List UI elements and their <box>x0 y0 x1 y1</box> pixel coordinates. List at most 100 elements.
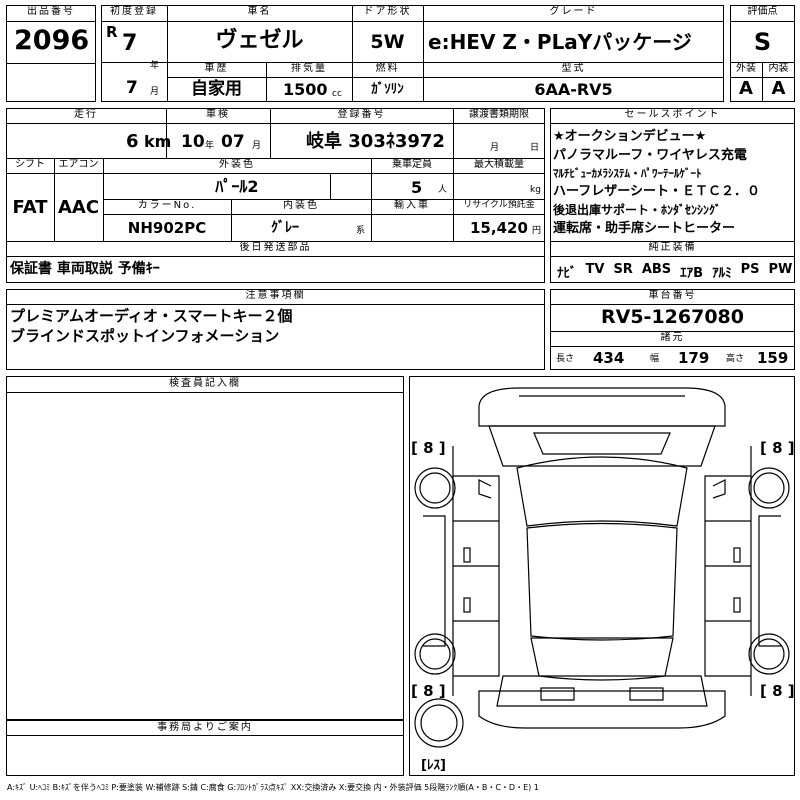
aircon-value: AAC <box>57 197 100 218</box>
int-color-value: ｸﾞﾚｰ <box>271 220 299 236</box>
transfer-day-unit: 日 <box>530 143 540 153</box>
parts-value: 保証書 車両取説 予備ｷｰ <box>10 261 160 277</box>
office-box <box>6 720 404 776</box>
capacity-label: 乗車定員 <box>392 159 432 170</box>
height-label: 高さ <box>726 354 745 364</box>
spec-box <box>6 108 545 283</box>
displacement-label: 排気量 <box>291 63 327 74</box>
sales-point-line: ハーフレザーシート・ＥＴＣ２．０ <box>553 184 760 199</box>
chassis-label: 車台番号 <box>648 290 697 301</box>
capacity-unit: 人 <box>438 185 448 195</box>
color-no-label: カラーNo. <box>137 200 197 211</box>
length-label: 長さ <box>556 354 575 364</box>
chassis-number: RV5-1267080 <box>601 306 744 328</box>
first-reg-month-unit: 月 <box>150 87 160 97</box>
score-label: 評価点 <box>747 6 778 17</box>
inspection-year-unit: 年 <box>205 141 215 151</box>
reg-no-label: 登録番号 <box>337 109 386 120</box>
int-color-label: 内装色 <box>283 200 319 211</box>
inspector-box <box>6 376 404 720</box>
car-diagram-box <box>409 376 795 776</box>
dims-label: 諸元 <box>660 332 685 343</box>
equipment-item: ABS <box>641 262 672 277</box>
sales-point-line: ﾏﾙﾁﾋﾞｭｰｶﾒﾗｼｽﾃﾑ・ﾊﾟﾜｰﾃｰﾙｹﾞｰﾄ <box>553 167 702 180</box>
chassis-box <box>550 289 795 370</box>
score-value: S <box>753 28 772 56</box>
model-label: 型式 <box>561 63 586 74</box>
mileage-label: 走行 <box>74 109 98 120</box>
ext-color-value: ﾊﾟｰﾙ2 <box>215 177 259 196</box>
first-reg-year-unit: 年 <box>150 61 160 71</box>
notes-box <box>6 289 545 370</box>
transfer-month-unit: 月 <box>490 143 500 153</box>
car-diagram <box>414 387 790 748</box>
history-value: 自家用 <box>191 79 242 99</box>
tire-spare: [ﾚｽ] <box>421 758 446 773</box>
transfer-label: 譲渡書類期限 <box>469 109 529 120</box>
length-value: 434 <box>593 349 625 367</box>
color-no-value: NH902PC <box>127 219 207 237</box>
tire-rear-left: [ 8 ] <box>411 682 446 700</box>
import-label: 輸入車 <box>394 200 430 211</box>
fuel-value: ｶﾞｿﾘﾝ <box>371 82 404 97</box>
equipment-item: PW <box>768 262 793 277</box>
door-label: ドア形状 <box>363 6 412 17</box>
lot-number: 2096 <box>14 25 90 56</box>
aircon-label: エアコン <box>58 159 99 170</box>
tire-rear-right: [ 8 ] <box>760 682 795 700</box>
ext-score-value: A <box>739 78 753 99</box>
lot-label: 出品番号 <box>27 6 75 17</box>
equipment-item: ｱﾙﾐ <box>712 266 732 281</box>
lot-box <box>6 5 96 102</box>
ext-score-label: 外装 <box>736 63 756 74</box>
equipment-item: ﾅﾋﾞ <box>557 266 577 281</box>
mileage-value: 6 <box>126 131 139 152</box>
displacement-value: 1500 <box>283 80 328 99</box>
first-reg-era: R <box>106 23 118 41</box>
model-value: 6AA-RV5 <box>534 80 613 99</box>
equipment-item: TV <box>585 262 605 277</box>
tire-front-left: [ 8 ] <box>411 439 446 457</box>
capacity-value: 5 <box>411 178 423 197</box>
notes-line: ブラインドスポットインフォメーション <box>10 327 280 345</box>
recycle-label: リサイクル預託金 <box>463 200 535 210</box>
car-name-label: 車名 <box>247 6 272 17</box>
inspection-month: 07 <box>221 132 245 152</box>
shift-value: FAT <box>12 197 48 218</box>
inspection-label: 車検 <box>206 109 230 120</box>
fuel-label: 燃料 <box>375 63 400 74</box>
ext-color-label: 外装色 <box>219 159 255 170</box>
grade-value: e:HEV Z・PLaYパッケージ <box>428 30 692 54</box>
inspection-year: 10 <box>181 132 205 152</box>
car-name: ヴェゼル <box>215 28 304 53</box>
width-label: 幅 <box>650 354 660 364</box>
grade-label: グレード <box>549 6 598 17</box>
parts-label: 後日発送部品 <box>239 242 312 253</box>
first-reg-label: 初度登録 <box>110 6 158 17</box>
int-score-label: 内装 <box>768 63 789 74</box>
height-value: 159 <box>757 349 789 367</box>
tire-front-right: [ 8 ] <box>760 439 795 457</box>
sales-point-line: 運転席・助手席シートヒーター <box>553 221 736 236</box>
door-value: 5W <box>370 31 405 53</box>
mileage-unit: km <box>144 132 172 151</box>
recycle-value: 15,420 <box>470 219 528 237</box>
int-score-value: A <box>771 78 786 99</box>
notes-label: 注意事項欄 <box>245 290 306 301</box>
sales-point-line: 後退出庫サポート・ﾎﾝﾀﾞｾﾝｼﾝｸﾞ <box>553 203 722 217</box>
shift-label: シフト <box>15 159 45 170</box>
recycle-unit: 円 <box>532 226 542 236</box>
equipment-item: PS <box>740 262 760 277</box>
first-reg-month: 7 <box>126 78 138 98</box>
sales-point-line: ★オークションデビュー★ <box>553 129 707 144</box>
legend-text: A:ｷｽﾞ U:ﾍｺﾐ B:ｷｽﾞを伴うﾍｺﾐ P:要塗装 W:補修跡 S:錆 … <box>7 783 539 792</box>
int-color-unit: 系 <box>356 226 366 236</box>
sales-point-line: パノラマルーフ・ワイヤレス充電 <box>553 148 747 163</box>
max-load-unit: kg <box>530 185 541 195</box>
sales-points-box <box>550 108 795 283</box>
inspector-label: 検査員記入欄 <box>169 378 241 389</box>
notes-line: プレミアムオーディオ・スマートキー２個 <box>10 307 293 325</box>
history-label: 車歴 <box>204 63 229 74</box>
inspection-month-unit: 月 <box>252 141 262 151</box>
equipment-item: SR <box>613 262 633 277</box>
